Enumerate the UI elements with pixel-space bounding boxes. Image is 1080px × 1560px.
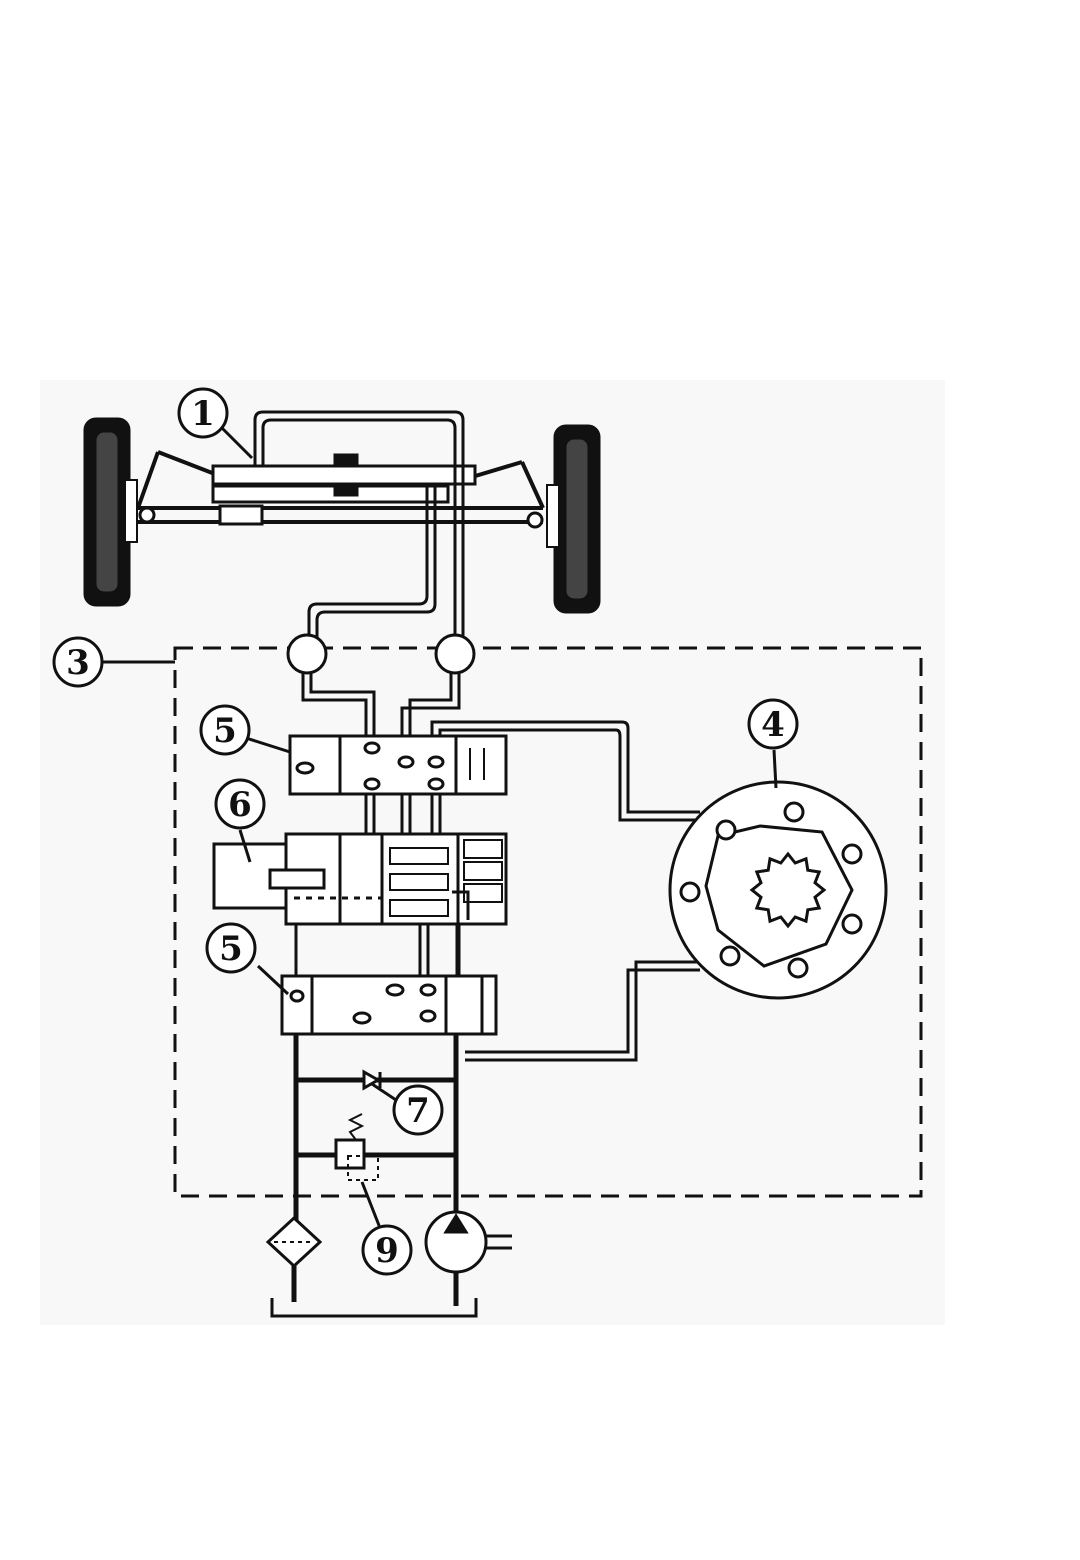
callout-number: 1	[191, 394, 215, 434]
callout-c3: 3	[54, 638, 102, 686]
callout-c5b: 5	[207, 924, 255, 972]
callout-c6: 6	[216, 780, 264, 828]
callout-c7: 7	[394, 1086, 442, 1134]
leader-4	[774, 750, 776, 788]
callout-c5a: 5	[201, 706, 249, 754]
lower-valve-block	[282, 976, 496, 1034]
port-right	[436, 635, 474, 673]
callout-number: 4	[761, 705, 785, 745]
port-left	[288, 635, 326, 673]
callout-c9: 9	[363, 1226, 411, 1274]
upper-valve-block	[290, 736, 506, 794]
callout-number: 9	[375, 1231, 399, 1271]
callout-number: 6	[228, 785, 252, 825]
callout-c1: 1	[179, 389, 227, 437]
callout-number: 5	[219, 929, 243, 969]
callout-c4: 4	[749, 700, 797, 748]
callout-number: 3	[66, 643, 90, 683]
callout-number: 5	[213, 711, 237, 751]
callout-number: 7	[406, 1091, 430, 1131]
gerotor-metering-unit	[670, 782, 886, 998]
